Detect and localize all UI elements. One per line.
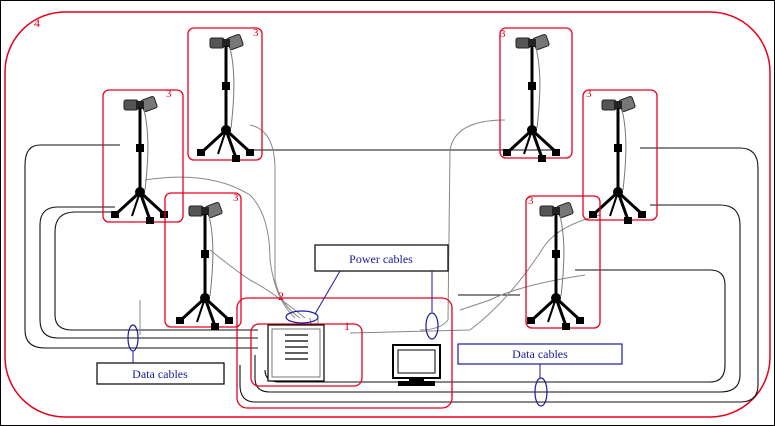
tripod-number-tag: 3 [253,27,259,39]
tripod-unit-right-top: 3 [499,27,573,164]
data-cables-label: Data cables [132,367,188,381]
data-cables-callout-right: Data cables [457,343,623,407]
tripod-number-tag: 3 [166,88,172,100]
power-cables-label: Power cables [349,252,413,266]
tripod-unit-left-middle: 3 [102,88,184,226]
data-cables-label: Data cables [512,347,568,361]
power-cables-callout: Power cables [285,244,449,340]
station-number: 2 [278,289,284,303]
tripod-unit-right-middle: 3 [582,88,658,226]
computer-unit-icon [267,324,325,382]
monitor-icon [392,344,441,386]
tripod-number-tag: 3 [233,192,239,204]
computer-box [250,323,363,387]
tripod-unit-right-bottom: 3 [525,195,601,332]
data-cables-callout-left: Data cables [96,324,225,385]
power-cables [139,119,601,335]
data-cables [24,144,759,403]
enclosure-number: 4 [34,16,40,30]
station-box [236,297,453,409]
tripod-unit-left-top: 3 [187,27,263,164]
enclosure-boundary [4,11,771,418]
tripod-number-tag: 3 [528,195,534,207]
computer-number: 1 [344,319,350,333]
tripod-number-tag: 3 [500,28,506,40]
tripod-unit-left-bottom: 3 [164,192,242,332]
tripod-number-tag: 3 [586,88,592,100]
